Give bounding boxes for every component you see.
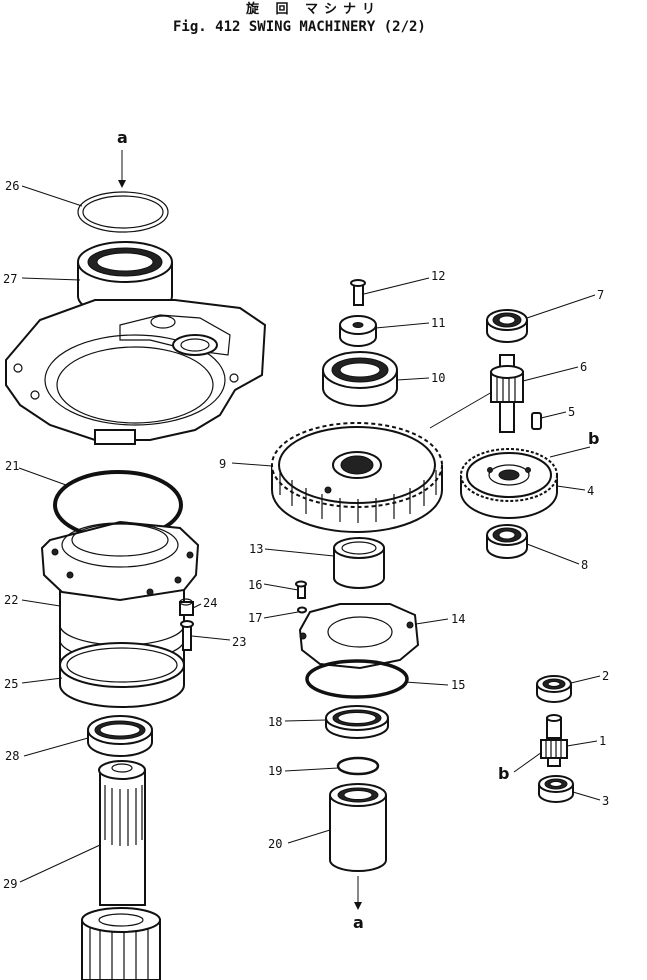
callout-3: 3	[602, 794, 609, 808]
callout-21: 21	[5, 459, 19, 473]
callout-9: 9	[219, 457, 226, 471]
part-18-bearing-race	[325, 705, 389, 739]
ref-a-bottom-arrowhead	[354, 902, 362, 910]
part-6-pinion	[490, 354, 524, 433]
part-23-bolt	[180, 620, 194, 651]
ref-a-top: a	[117, 128, 128, 147]
part-16-bolt	[295, 580, 307, 599]
callout-7: 7	[597, 288, 604, 302]
ref-b-lower: b	[498, 764, 509, 783]
part-2-bearing	[536, 675, 572, 703]
part-12-bolt	[350, 279, 366, 306]
callout-15: 15	[451, 678, 465, 692]
part-19-o-ring	[336, 756, 380, 776]
part-20-sleeve	[329, 783, 387, 872]
ref-b-upper: b	[588, 429, 599, 448]
part-14-plate	[298, 603, 420, 670]
part-24-nut	[179, 598, 194, 616]
callout-20: 20	[268, 837, 282, 851]
callout-14: 14	[451, 612, 465, 626]
part-3-bearing	[538, 775, 574, 803]
callout-1: 1	[599, 734, 606, 748]
title-japanese: 旋 回 マシナリ	[245, 1, 381, 17]
part-25-ring	[59, 642, 185, 708]
part-10-bearing	[322, 351, 398, 407]
part-5-key	[531, 412, 542, 430]
ref-b-upper-leader	[549, 446, 591, 458]
callout-24: 24	[203, 596, 217, 610]
callout-29: 29	[3, 877, 17, 891]
callout-18: 18	[268, 715, 282, 729]
part-8-bearing	[486, 524, 528, 559]
part-9-large-gear	[271, 422, 443, 533]
callout-5: 5	[568, 405, 575, 419]
leader-lines	[18, 185, 601, 883]
callout-16: 16	[248, 578, 262, 592]
housing-casing	[5, 299, 267, 445]
ref-a-bottom: a	[353, 913, 364, 932]
callout-23: 23	[232, 635, 246, 649]
callout-12: 12	[431, 269, 445, 283]
callout-25: 25	[4, 677, 18, 691]
part-4-gear	[460, 448, 558, 519]
callout-19: 19	[268, 764, 282, 778]
callout-6: 6	[580, 360, 587, 374]
part-17-washer	[297, 606, 307, 614]
callout-10: 10	[431, 371, 445, 385]
callout-26: 26	[5, 179, 19, 193]
callout-2: 2	[602, 669, 609, 683]
part-26-snap-ring	[77, 191, 169, 233]
part-13-bushing	[333, 537, 385, 589]
callout-8: 8	[581, 558, 588, 572]
part-1-pinion-shaft	[540, 714, 568, 767]
title-english: Fig. 412 SWING MACHINERY (2/2)	[173, 19, 426, 35]
part-29-pinion-shaft	[81, 760, 161, 980]
callout-11: 11	[431, 316, 445, 330]
part-28-bearing-race	[87, 715, 153, 757]
callout-4: 4	[587, 484, 594, 498]
callout-13: 13	[249, 542, 263, 556]
part-11-washer	[339, 315, 377, 347]
callout-28: 28	[5, 749, 19, 763]
part-15-o-ring	[305, 659, 409, 699]
callout-22: 22	[4, 593, 18, 607]
ref-b-lower-leader	[513, 751, 543, 773]
ref-a-top-arrowhead	[118, 180, 126, 188]
callout-17: 17	[248, 611, 262, 625]
callout-27: 27	[3, 272, 17, 286]
part-7-bearing	[486, 309, 528, 343]
